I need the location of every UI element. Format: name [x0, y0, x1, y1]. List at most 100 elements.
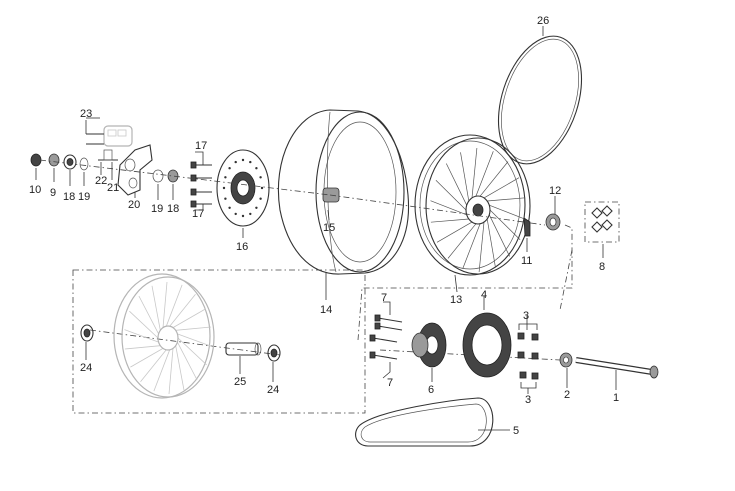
part-4-sprocket [462, 312, 512, 378]
spoke [162, 281, 168, 328]
spoke [177, 333, 212, 347]
callout-20: 20 [128, 199, 140, 211]
callout-15: 15 [323, 222, 335, 234]
spoke [487, 197, 526, 202]
disc-hole [228, 206, 231, 209]
callout-17-top: 17 [195, 140, 207, 152]
callout-6: 6 [428, 384, 434, 396]
alt-wheel-ghost [113, 273, 215, 399]
part-21-22-pins [98, 149, 118, 161]
callout-19-left: 19 [78, 191, 90, 203]
callout-7-top: 7 [381, 292, 387, 304]
spoke [153, 349, 171, 392]
disc-hole [234, 160, 237, 164]
spoke [124, 345, 161, 350]
spoke [169, 294, 196, 327]
spoke [445, 163, 468, 206]
part-1-axle [575, 357, 659, 379]
callout-2: 2 [564, 389, 570, 401]
callout-3-top: 3 [523, 310, 529, 322]
spoke [140, 349, 167, 382]
callout-18-right: 18 [167, 203, 179, 215]
spoke [172, 308, 206, 328]
right-spacers-18-19 [152, 169, 179, 183]
part-2-spacer [559, 352, 573, 368]
callout-23: 23 [80, 108, 92, 120]
spoke [430, 200, 467, 216]
disc-hole [241, 158, 245, 162]
callout-21: 21 [107, 182, 119, 194]
spoke [483, 177, 520, 199]
callout-labels: 26 15 16 14 13 4 11 12 8 3 3 2 1 5 6 7 7… [29, 15, 619, 437]
callout-16: 16 [236, 241, 248, 253]
spoke [151, 285, 161, 331]
callout-24-right: 24 [267, 384, 279, 396]
spoke [486, 218, 496, 268]
callout-9: 9 [50, 187, 56, 199]
part-16-brake-disc [216, 149, 270, 227]
spoke [129, 310, 159, 339]
alt-wheel-group-box [72, 269, 366, 414]
part-8-dampers [584, 201, 620, 243]
spoke [124, 329, 159, 343]
part-23-caliper [86, 125, 133, 147]
spoke [435, 180, 467, 211]
callout-11: 11 [521, 255, 532, 267]
spoke [489, 204, 526, 220]
callout-18-left: 18 [63, 191, 75, 203]
spoke [475, 151, 494, 197]
left-spacers [30, 153, 89, 171]
part-24-right-bearing [267, 344, 281, 362]
spoke [471, 147, 478, 198]
part-3-nuts [517, 332, 539, 380]
disc-hole [224, 176, 227, 179]
disc-hole [224, 197, 227, 200]
part-6-sprocket-carrier [411, 322, 447, 368]
leader-lines [35, 26, 617, 431]
spoke [447, 223, 477, 259]
callout-17-bottom: 17 [192, 208, 204, 220]
callout-4: 4 [481, 289, 487, 301]
disc-hole [255, 206, 258, 209]
callout-24-left: 24 [80, 362, 92, 374]
part-17-bolts [190, 161, 212, 208]
part-12-bushing [545, 213, 561, 231]
spoke [430, 218, 469, 223]
callout-8: 8 [599, 261, 605, 273]
spoke [130, 348, 164, 368]
callout-25: 25 [234, 376, 246, 388]
callout-14: 14 [320, 304, 332, 316]
callout-3-bottom: 3 [525, 394, 531, 406]
spoke [177, 337, 207, 366]
spoke [165, 284, 183, 327]
disc-hole [241, 214, 245, 218]
connector-bracket [357, 224, 573, 341]
spoke [462, 223, 481, 269]
callout-5: 5 [513, 425, 519, 437]
part-25-spacer-tube [225, 342, 262, 356]
callout-26: 26 [537, 15, 549, 27]
disc-hole [234, 212, 237, 216]
disc-hole [222, 186, 226, 190]
disc-hole [249, 212, 252, 216]
spoke [436, 221, 473, 243]
part-13-wheel [414, 134, 531, 276]
callout-13: 13 [450, 294, 462, 306]
spoke [175, 326, 212, 331]
disc-hole [259, 197, 262, 200]
part-24-left-bearing [80, 324, 94, 342]
callout-19-right: 19 [151, 203, 163, 215]
spoke [177, 341, 198, 381]
callout-10: 10 [29, 184, 41, 196]
part-11-valve [523, 217, 531, 237]
disc-hole [260, 186, 264, 190]
part-5-drive-belt [355, 397, 494, 447]
spoke [478, 222, 485, 273]
part-7-bolts [369, 314, 403, 360]
spoke [479, 161, 509, 197]
disc-hole [259, 176, 262, 179]
spoke [488, 214, 511, 257]
callout-7-bottom: 7 [387, 377, 393, 389]
